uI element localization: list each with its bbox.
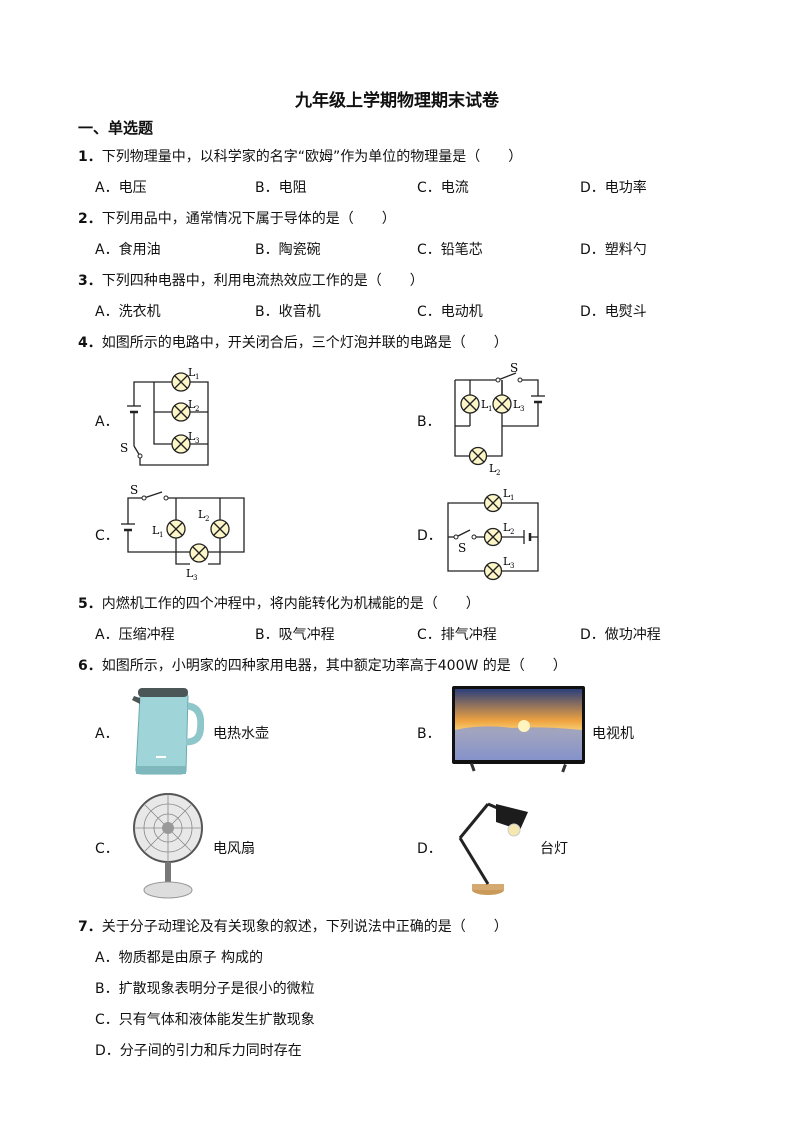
question-3: 3．下列四种电器中，利用电流热效应工作的是（ ）: [78, 273, 424, 289]
q3-option-a[interactable]: A．洗衣机: [95, 304, 161, 320]
svg-text:1: 1: [195, 373, 199, 381]
svg-text:1: 1: [159, 531, 163, 539]
svg-text:2: 2: [496, 469, 500, 477]
q6-caption-b: 电视机: [592, 726, 634, 742]
section-heading: 一、单选题: [78, 119, 154, 137]
svg-text:L: L: [503, 555, 511, 568]
svg-text:L: L: [503, 487, 511, 500]
q5-option-b[interactable]: B．吸气冲程: [255, 627, 335, 643]
q7-option-b[interactable]: B．扩散现象表明分子是很小的微粒: [95, 981, 315, 997]
q4-option-c[interactable]: C．: [95, 528, 119, 544]
q2-option-d[interactable]: D．塑料勺: [580, 242, 647, 258]
page-title: 九年级上学期物理期末试卷: [295, 91, 499, 111]
q1-option-c[interactable]: C．电流: [417, 180, 469, 196]
q2-option-a[interactable]: A．食用油: [95, 242, 161, 258]
q5-option-c[interactable]: C．排气冲程: [417, 627, 497, 643]
q3-option-d[interactable]: D．电熨斗: [580, 304, 647, 320]
svg-text:L: L: [489, 462, 497, 475]
svg-text:L: L: [188, 366, 196, 379]
tv-image: [452, 686, 585, 773]
svg-text:1: 1: [488, 405, 492, 413]
question-1: 1．下列物理量中，以科学家的名字“欧姆”作为单位的物理量是（ ）: [78, 149, 523, 165]
question-7: 7．关于分子动理论及有关现象的叙述，下列说法中正确的是（ ）: [78, 919, 508, 935]
svg-text:L: L: [186, 567, 194, 580]
q4-option-a[interactable]: A．: [95, 414, 119, 430]
kettle-image: [132, 688, 204, 775]
q4-option-b[interactable]: B．: [417, 414, 441, 430]
question-6: 6．如图所示，小明家的四种家用电器，其中额定功率高于400W 的是（ ）: [78, 658, 567, 674]
fan-image: [133, 793, 203, 899]
q6-option-c[interactable]: C．: [95, 841, 119, 857]
svg-text:2: 2: [205, 515, 209, 523]
q2-option-b[interactable]: B．陶瓷碗: [255, 242, 321, 258]
svg-text:3: 3: [520, 405, 524, 413]
q6-option-a[interactable]: A．: [95, 726, 119, 742]
q6-caption-d: 台灯: [540, 841, 568, 857]
question-2: 2．下列用品中，通常情况下属于导体的是（ ）: [78, 211, 396, 227]
svg-text:S: S: [458, 541, 466, 555]
q3-option-b[interactable]: B．收音机: [255, 304, 321, 320]
q2-option-c[interactable]: C．铅笔芯: [417, 242, 483, 258]
q7-option-d[interactable]: D．分子间的引力和斥力同时存在: [95, 1043, 302, 1059]
q3-option-c[interactable]: C．电动机: [417, 304, 483, 320]
svg-text:3: 3: [193, 574, 197, 582]
svg-text:3: 3: [195, 437, 199, 445]
q7-option-a[interactable]: A．物质都是由原子 构成的: [95, 950, 264, 966]
q1-option-d[interactable]: D．电功率: [580, 180, 647, 196]
question-4: 4．如图所示的电路中，开关闭合后，三个灯泡并联的电路是（ ）: [78, 335, 508, 351]
svg-text:2: 2: [510, 528, 514, 536]
svg-text:S: S: [510, 361, 518, 375]
q1-option-a[interactable]: A．电压: [95, 180, 147, 196]
desk-lamp-image: [458, 802, 528, 895]
q6-option-d[interactable]: D．: [417, 841, 442, 857]
q4-option-d[interactable]: D．: [417, 528, 442, 544]
q5-option-d[interactable]: D．做功冲程: [580, 627, 661, 643]
q5-option-a[interactable]: A．压缩冲程: [95, 627, 175, 643]
svg-text:S: S: [130, 483, 138, 497]
svg-text:L: L: [188, 430, 196, 443]
svg-text:3: 3: [510, 562, 514, 570]
q1-option-b[interactable]: B．电阻: [255, 180, 307, 196]
svg-text:L: L: [481, 398, 489, 411]
svg-text:L: L: [188, 398, 196, 411]
svg-text:L: L: [513, 398, 521, 411]
q7-option-c[interactable]: C．只有气体和液体能发生扩散现象: [95, 1012, 315, 1028]
q6-caption-c: 电风扇: [213, 841, 255, 857]
q6-caption-a: 电热水壶: [213, 726, 269, 742]
svg-text:L: L: [503, 521, 511, 534]
svg-text:1: 1: [510, 494, 514, 502]
question-5: 5．内燃机工作的四个冲程中，将内能转化为机械能的是（ ）: [78, 596, 480, 612]
svg-text:2: 2: [195, 405, 199, 413]
svg-text:L: L: [152, 524, 160, 537]
svg-text:S: S: [120, 441, 128, 455]
svg-text:L: L: [198, 508, 206, 521]
q6-option-b[interactable]: B．: [417, 726, 441, 742]
